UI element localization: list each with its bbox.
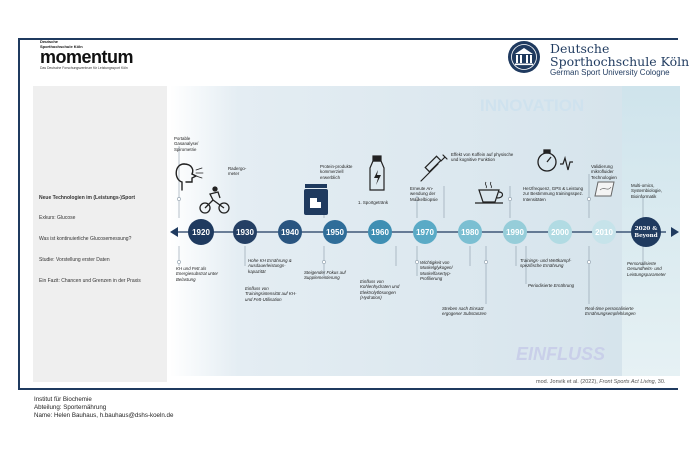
dshs-name-line1: Deutsche [550,41,610,56]
momentum-logo-line1: Deutsche [40,39,59,44]
decade-node[interactable] [233,220,257,244]
footer-institute: Institut für Biochemie [34,396,92,403]
innovation-note: Erneute An- wendung der Muskelbiopsie [410,186,438,202]
citation-suffix: 30. [657,379,666,385]
sports-drink-bottle-icon [369,155,385,191]
innovation-note: Multi-omics, Systembiologie, Bioinformat… [631,183,662,199]
decade-label: 1990 [506,228,524,237]
bottom-divider [18,388,678,390]
innovation-note: Effekt von Koffein auf physische und kog… [451,152,514,163]
decade-node[interactable] [548,220,572,244]
agenda-item[interactable]: Was ist kontinuierliche Glucosemessung? [39,236,132,242]
momentum-logo-word: momentum [40,47,134,67]
decade-label: 1970 [416,228,434,237]
citation-journal: Front Sports Act Living, [599,379,657,385]
footer-contact[interactable]: Name: Helen Bauhaus, h.bauhaus@dshs-koel… [34,412,174,419]
decade-node[interactable] [503,220,527,244]
decade-label: 1980 [461,228,479,237]
microfluidic-patch-icon [594,181,615,197]
innovation-note: Radergo- meter [228,166,247,177]
innovation-note: Herzfrequenz, GPS & Leistung zur Bestimm… [523,186,584,202]
dshs-seal-icon [508,41,540,73]
agenda-item[interactable]: Ein Fazit: Chancen und Grenzen in der Pr… [39,278,141,284]
influence-note: Hohe KH Ernährung & Ausdauerleistungs- k… [248,258,292,274]
influence-note: Periodisierte Ernährung [528,283,575,288]
influence-note: Trainings- und Wettkampf- spezifische Er… [520,258,572,269]
citation: mod. Jonvik et al. (2022), Front Sports … [536,379,665,385]
decade-labels: 1920 1930 1940 1950 1960 1970 1980 1990 … [192,228,613,237]
decade-node[interactable] [592,220,616,244]
decade-node[interactable] [413,220,437,244]
influence-note: Streben nach Einsatz ergogener Substanze… [442,306,487,317]
innovation-note: Validierung mikrofluider Technologien [591,164,617,180]
momentum-logo-line2: Sporthochschule Köln [40,43,83,49]
decade-node[interactable] [323,220,347,244]
coffee-cup-icon [475,181,504,204]
influence-note: Steigender Fokus auf Supplementierung [304,270,346,281]
influence-note: Personalisierte Gesundheits- und Leistun… [627,261,666,277]
dshs-subtitle: German Sport University Cologne [550,68,670,77]
innovation-note: 1. Sportgetränk [358,200,389,205]
timeline-diagram: 1920 1930 1940 1950 1960 1970 1980 1990 … [170,86,680,376]
influence-note: Real-time personalisierte Ernährungsempf… [585,306,636,317]
decade-node[interactable] [368,220,392,244]
timeline-arrow-right [671,227,679,237]
agenda-item[interactable]: Exkurs: Glucose [39,215,76,221]
agenda-item[interactable]: Neue Technologien im (Leistungs-)Sport [39,195,136,201]
decade-node[interactable] [188,219,214,245]
innovation-note: Portable Gasanalyse/ Spirometrie [174,136,199,152]
decade-nodes [188,217,661,247]
decade-label: 2010 [595,228,613,237]
influence-note: Wichtigkeit von Muskelglykogen/ Muskelfa… [420,260,453,282]
timeline-graphic: 1920 1930 1940 1950 1960 1970 1980 1990 … [170,86,680,376]
top-divider [18,38,678,40]
influence-note: KH und Fett als Energiesubstrat unter Be… [176,266,218,282]
influence-note: Einfluss von Trainingsintensität auf KH-… [245,286,297,302]
stopwatch-icon [537,149,557,172]
future-node[interactable] [631,217,661,247]
momentum-logo: Deutsche Sporthochschule Köln momentum D… [40,39,150,72]
footer: Institut für Biochemie Abteilung: Sporte… [34,396,173,420]
influence-note: Einfluss von Kohlenhydraten und Elektrol… [360,279,400,301]
dshs-logo: Deutsche Sporthochschule Köln German Spo… [506,40,690,77]
heartbeat-icon [560,155,573,171]
citation-prefix: mod. Jonvik et al. (2022), [536,379,598,385]
future-label: 2020 & [635,226,658,232]
decade-label: 1940 [281,228,299,237]
agenda-panel: Neue Technologien im (Leistungs-)Sport E… [33,86,167,382]
cyclist-icon [199,186,230,214]
person-breathing-icon [175,163,204,191]
timeline-arrow-left [170,227,178,237]
einfluss-heading: EINFLUSS [516,344,606,364]
decade-node[interactable] [278,220,302,244]
decade-label: 1930 [236,228,254,237]
footer-department: Abteilung: Sporternährung [34,404,107,411]
decade-node[interactable] [458,220,482,244]
agenda-item[interactable]: Studie: Vorstellung erster Daten [39,257,110,263]
decade-label: 1960 [371,228,389,237]
innovation-heading: INNOVATION [480,96,585,115]
protein-jar-icon [304,184,328,215]
decade-label: 2000 [551,228,569,237]
future-label-line2: Beyond [634,233,657,239]
decade-label: 1920 [192,228,210,237]
dshs-name-line2: Sporthochschule Köln [550,54,690,69]
left-divider [18,38,20,390]
syringe-icon [420,154,448,182]
innovation-note: Protein-produkte kommerziell erwerblich [320,164,353,180]
momentum-logo-tagline: Das Deutsche Forschungszentrum für Leist… [40,66,128,70]
decade-label: 1950 [326,228,344,237]
